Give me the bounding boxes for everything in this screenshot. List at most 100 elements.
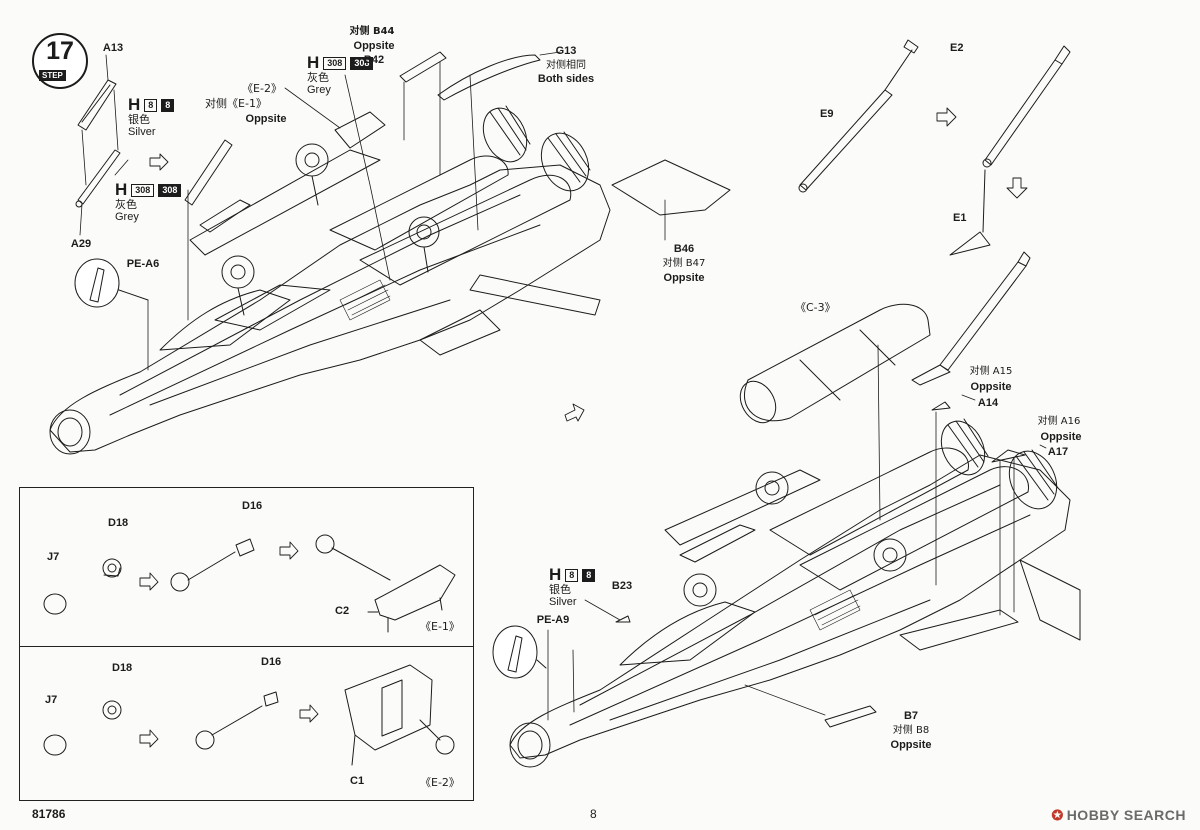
callout-pe-a6 bbox=[74, 258, 149, 308]
label-b23: B23 bbox=[611, 580, 633, 592]
paint-code-alt: 308 bbox=[158, 183, 182, 197]
paint-grey-1-zh: 灰色 bbox=[115, 198, 137, 211]
leader-lines-left bbox=[79, 51, 666, 371]
label-a13: A13 bbox=[102, 42, 124, 54]
inset1-label-c2: C2 bbox=[335, 605, 350, 617]
part-a29-rod bbox=[75, 149, 121, 208]
part-a16 bbox=[991, 449, 1026, 463]
paint-grey-1-en: Grey bbox=[115, 211, 139, 223]
inset2-label-j7: J7 bbox=[45, 694, 58, 706]
label-b46-opposite: 对侧 B47 bbox=[662, 258, 706, 269]
label-g13-both-zh: 对侧相同 bbox=[546, 60, 586, 71]
label-g13: G13 bbox=[555, 45, 577, 57]
inset1-label-j7: J7 bbox=[47, 551, 60, 563]
step-word: STEP bbox=[39, 70, 66, 81]
label-b44-opposite-en: Oppsite bbox=[353, 40, 395, 52]
paint-grey-2-en: Grey bbox=[307, 84, 331, 96]
part-a14 bbox=[931, 401, 951, 411]
label-a15-opposite-en: Oppsite bbox=[970, 381, 1012, 393]
part-c3-fuel-tank bbox=[739, 303, 931, 424]
label-a16-opposite: 对侧 A16 bbox=[1037, 416, 1081, 427]
paint-silver-1: H 8 8 bbox=[128, 95, 175, 115]
paint-grey-2: H 308 308 bbox=[307, 53, 374, 73]
paint-code-alt: 8 bbox=[582, 568, 596, 582]
label-a16-opposite-en: Oppsite bbox=[1040, 431, 1082, 443]
paint-code-alt: 308 bbox=[350, 56, 374, 70]
step-number: 17 bbox=[46, 37, 74, 65]
watermark: ✪HOBBY SEARCH bbox=[1051, 807, 1186, 824]
label-b46: B46 bbox=[673, 243, 695, 255]
assembly-arrow-2 bbox=[936, 107, 957, 127]
callout-pe-a9 bbox=[492, 625, 547, 679]
paint-grey-2-zh: 灰色 bbox=[307, 71, 329, 84]
part-g13-pylon bbox=[437, 54, 541, 101]
part-e1-strut bbox=[949, 45, 1071, 256]
paint-letter: H bbox=[128, 95, 141, 114]
label-b46-opposite-en: Oppsite bbox=[663, 272, 705, 284]
part-b23 bbox=[615, 615, 631, 623]
watermark-text: HOBBY SEARCH bbox=[1066, 807, 1186, 823]
paint-silver-1-en: Silver bbox=[128, 126, 156, 138]
part-e2-pod bbox=[334, 111, 386, 149]
label-pe-a6: PE-A6 bbox=[126, 258, 160, 270]
label-b42: B42 bbox=[363, 54, 385, 66]
label-a15-opposite: 对侧 A15 bbox=[969, 366, 1013, 377]
part-a13-strip bbox=[77, 79, 117, 131]
label-e2-ref: 《E-2》 bbox=[242, 82, 282, 95]
label-e1: E1 bbox=[953, 212, 967, 224]
fuselage-left bbox=[49, 105, 611, 455]
paint-letter: H bbox=[549, 565, 562, 584]
watermark-logo-icon: ✪ bbox=[1051, 807, 1064, 823]
paint-code-alt: 8 bbox=[161, 98, 175, 112]
inset2-label-d16: D16 bbox=[261, 656, 282, 668]
inset-box-e2 bbox=[19, 646, 474, 801]
label-a14: A14 bbox=[977, 397, 999, 409]
leader-lines-right bbox=[547, 344, 1047, 721]
assembly-arrow-4 bbox=[564, 403, 585, 422]
part-b46-fin bbox=[611, 159, 731, 216]
paint-letter: H bbox=[307, 53, 320, 72]
paint-silver-2-zh: 银色 bbox=[549, 583, 571, 596]
paint-grey-1: H 308 308 bbox=[115, 180, 182, 200]
label-b7: B7 bbox=[903, 710, 919, 722]
label-c3: 《C-3》 bbox=[795, 301, 836, 314]
page-number: 8 bbox=[590, 807, 597, 821]
inset2-label-ref: 《E-2》 bbox=[420, 776, 460, 789]
inset1-drawing bbox=[43, 534, 456, 633]
paint-code: 308 bbox=[323, 56, 347, 70]
label-b44-opposite: 对侧 B44 bbox=[349, 26, 395, 37]
assembly-arrow-3 bbox=[1006, 177, 1028, 199]
paint-code: 8 bbox=[144, 98, 158, 112]
paint-code: 8 bbox=[565, 568, 579, 582]
paint-silver-2: H 8 8 bbox=[549, 565, 596, 585]
assembly-arrow-1 bbox=[149, 153, 169, 171]
part-a15-strut bbox=[911, 251, 1031, 386]
paint-silver-2-en: Silver bbox=[549, 596, 577, 608]
step-badge: 17 STEP bbox=[32, 33, 88, 89]
inset1-label-d18: D18 bbox=[108, 517, 129, 529]
label-e9: E9 bbox=[820, 108, 834, 120]
label-b7-opposite-en: Oppsite bbox=[890, 739, 932, 751]
inset1-label-d16: D16 bbox=[242, 500, 263, 512]
kit-code: 81786 bbox=[32, 807, 66, 821]
inset1-label-ref: 《E-1》 bbox=[420, 620, 460, 633]
label-e2: E2 bbox=[950, 42, 964, 54]
label-pe-a9: PE-A9 bbox=[536, 614, 570, 626]
label-a29: A29 bbox=[70, 238, 92, 250]
label-e2-opposite: 对侧《E-1》 bbox=[205, 97, 267, 110]
label-e2-opposite-en: Oppsite bbox=[245, 113, 287, 125]
inset2-label-c1: C1 bbox=[350, 775, 365, 787]
part-b42-strip bbox=[399, 51, 447, 83]
label-g13-both-en: Both sides bbox=[537, 73, 595, 85]
inset2-drawing bbox=[43, 664, 455, 766]
label-a17: A17 bbox=[1047, 446, 1069, 458]
fuselage-right bbox=[509, 418, 1081, 768]
paint-silver-1-zh: 银色 bbox=[128, 113, 150, 126]
paint-code: 308 bbox=[131, 183, 155, 197]
paint-letter: H bbox=[115, 180, 128, 199]
part-e9-strut bbox=[798, 39, 919, 193]
inset2-label-d18: D18 bbox=[112, 662, 133, 674]
label-b7-opposite: 对侧 B8 bbox=[892, 725, 930, 736]
